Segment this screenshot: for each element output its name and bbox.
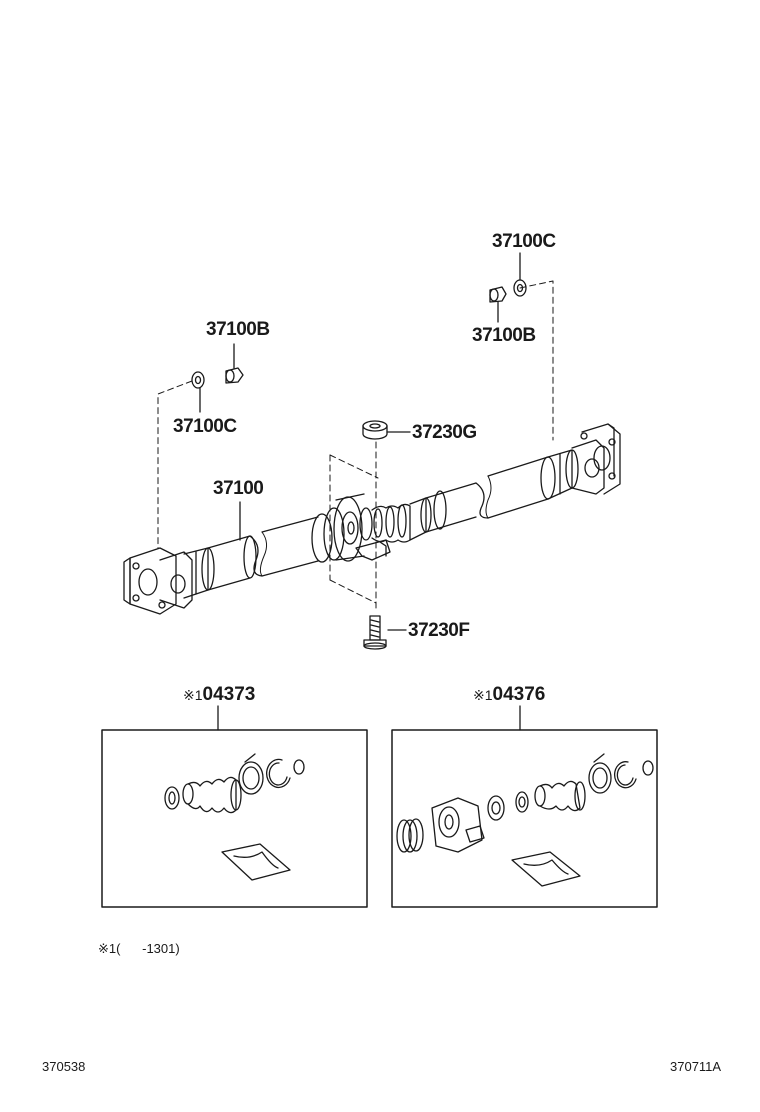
leader-lines [199,252,521,731]
footnote: ※1( -1301) [98,942,180,955]
kit-box-04373 [101,729,368,908]
label-part-37100: 37100 [213,478,264,499]
footnote-mark: ※1 [98,941,117,956]
kit-number: 04376 [492,684,546,705]
kit-label-04373: ※104373 [183,685,255,704]
kit-mark: ※1 [183,687,203,703]
bearing-bolt [363,615,387,650]
bearing-cushion [362,420,388,440]
kit-number: 04373 [202,684,256,705]
kit-label-04376: ※104376 [473,685,545,704]
kit-box-04376 [391,729,658,908]
right-nut [489,286,507,303]
label-part-37100C-left: 37100C [173,416,237,437]
label-part-37100C-right: 37100C [492,231,556,252]
kit-mark: ※1 [473,687,493,703]
left-washer [191,371,205,389]
footnote-text: ( -1301) [116,941,180,956]
label-part-37230F: 37230F [408,620,470,641]
label-part-37230G: 37230G [412,422,477,443]
diagram-code-left: 370538 [42,1059,86,1074]
propeller-shaft [123,423,621,615]
label-part-37100B-right: 37100B [472,325,536,346]
left-nut [225,367,244,384]
dashed-guides [157,280,554,613]
diagram-code-right: 370711A [670,1059,722,1074]
label-part-37100B-left: 37100B [206,319,270,340]
right-washer [513,279,527,297]
